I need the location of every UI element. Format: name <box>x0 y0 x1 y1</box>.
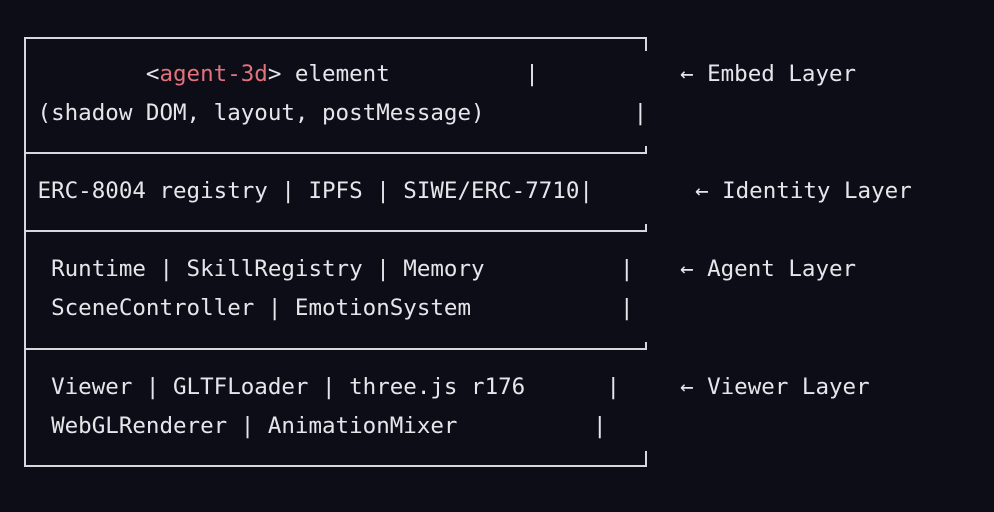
diagram-top-border <box>24 37 647 51</box>
divider-embed-identity <box>24 146 647 154</box>
identity-layer-line-1: ERC-8004 registry | IPFS | SIWE/ERC-7710… <box>24 178 593 204</box>
divider-tick <box>645 224 647 232</box>
divider-agent-viewer <box>24 342 647 350</box>
embed-layer-line-2: (shadow DOM, layout, postMessage) | <box>24 100 648 126</box>
viewer-layer-line-2: WebGLRenderer | AnimationMixer | <box>24 413 607 439</box>
diagram-bottom-border <box>24 451 647 467</box>
divider-tick <box>645 146 647 154</box>
viewer-layer-label: ← Viewer Layer <box>680 374 870 400</box>
embed-layer-line-1: <agent-3d> element | <box>24 61 539 87</box>
divider-identity-agent <box>24 224 647 232</box>
embed-layer-label: ← Embed Layer <box>680 61 857 87</box>
viewer-layer-line-1: Viewer | GLTFLoader | three.js r176 | <box>24 374 621 400</box>
corner-br <box>645 451 647 467</box>
diagram-left-border <box>24 37 26 467</box>
identity-layer-label: ← Identity Layer <box>695 178 912 204</box>
agent-layer-label: ← Agent Layer <box>680 256 857 282</box>
agent-3d-tag: agent-3d <box>159 61 268 87</box>
corner-tr <box>645 37 647 51</box>
agent-layer-line-2: SceneController | EmotionSystem | <box>24 295 634 321</box>
agent-layer-line-1: Runtime | SkillRegistry | Memory | <box>24 256 634 282</box>
divider-tick <box>645 342 647 350</box>
